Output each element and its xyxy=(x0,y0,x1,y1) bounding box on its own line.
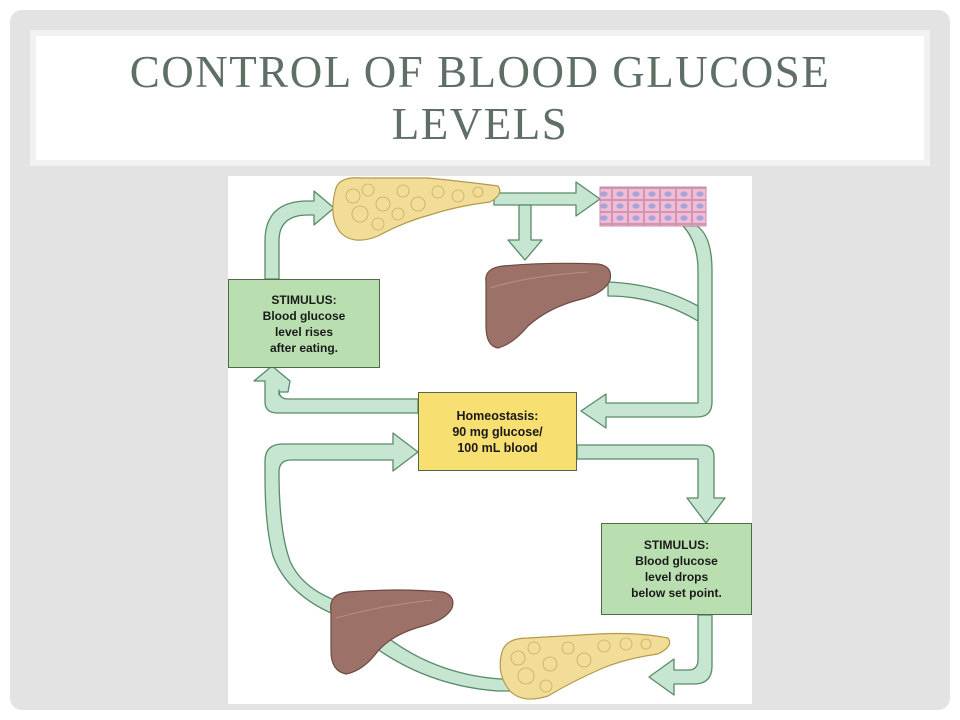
arrow-pancreas-to-liver xyxy=(507,204,543,261)
arrow-pancreas-to-liver-lower xyxy=(372,633,514,692)
stimulus-high-box: STIMULUS: Blood glucose level rises afte… xyxy=(228,279,380,368)
stimulus-low-line-2: Blood glucose xyxy=(635,554,718,568)
stimulus-low-box: STIMULUS: Blood glucose level drops belo… xyxy=(601,523,752,615)
pancreas-top-icon xyxy=(332,177,501,241)
stimulus-high-line-2: Blood glucose xyxy=(262,308,346,323)
homeostasis-line-3: 100 mL blood xyxy=(457,440,538,455)
stimulus-high-line-3: level rises xyxy=(274,324,334,339)
arrow-liver-to-right xyxy=(607,281,699,322)
stimulus-low-line-3: level drops xyxy=(644,570,709,584)
title-box: CONTROL OF BLOOD GLUCOSE LEVELS xyxy=(30,30,930,166)
arrow-cells-to-homeostasis xyxy=(580,225,713,429)
glucose-diagram: STIMULUS: Blood glucose level rises afte… xyxy=(228,176,752,704)
arrow-homeostasis-to-stimulus-low xyxy=(576,444,726,524)
arrow-liver-to-homeostasis xyxy=(264,432,419,617)
arrow-stimulus-to-pancreas xyxy=(264,190,335,280)
body-cells-icon xyxy=(599,186,707,227)
diagram-canvas xyxy=(253,177,726,700)
stimulus-high-line-4: after eating. xyxy=(269,340,338,355)
stimulus-low-line-4: below set point. xyxy=(631,586,722,600)
arrow-stimulus-to-pancreas-lower xyxy=(648,614,713,696)
stimulus-low-heading: STIMULUS: xyxy=(643,538,710,552)
arrow-pancreas-to-cells xyxy=(493,181,601,217)
stimulus-high-heading: STIMULUS: xyxy=(271,292,337,307)
pancreas-bottom-icon xyxy=(499,632,671,700)
homeostasis-box: Homeostasis: 90 mg glucose/ 100 mL blood xyxy=(418,392,577,471)
liver-top-icon xyxy=(485,262,612,349)
title-line-1: CONTROL OF BLOOD GLUCOSE xyxy=(129,47,831,97)
homeostasis-heading: Homeostasis: xyxy=(456,408,539,423)
liver-bottom-icon xyxy=(330,589,454,675)
title-line-2: LEVELS xyxy=(391,99,569,149)
arrow-homeostasis-to-stimulus-high xyxy=(253,365,419,414)
slide-title: CONTROL OF BLOOD GLUCOSE LEVELS xyxy=(130,46,831,150)
homeostasis-line-2: 90 mg glucose/ xyxy=(452,424,543,439)
